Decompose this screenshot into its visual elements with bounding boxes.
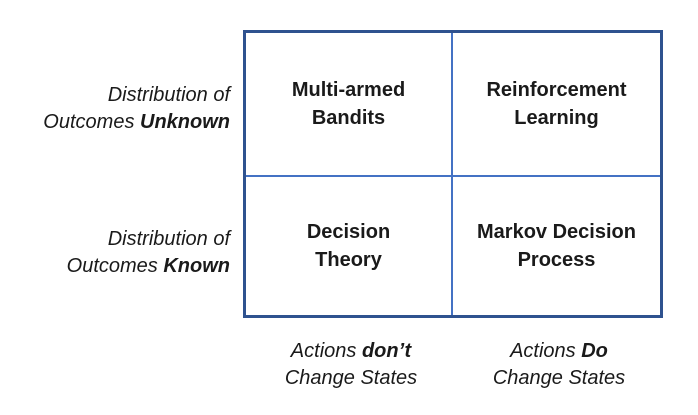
cell-text-line1: Decision — [306, 221, 391, 244]
col-label-line1-prefix: Actions — [290, 340, 362, 362]
cell-text-line1: Markov Decision — [477, 221, 636, 244]
matrix-grid: Multi-armed Bandits Reinforcement Learni… — [243, 30, 663, 318]
row-label-line1: Distribution of — [107, 84, 230, 106]
col-label-line2: Change States — [284, 367, 418, 389]
row-label-emphasis-known: Known — [163, 255, 230, 277]
cell-reinforcement-learning: Reinforcement Learning — [453, 33, 660, 175]
cell-text-line1: Reinforcement — [486, 79, 627, 102]
cell-text-line2: Bandits — [311, 107, 386, 130]
cell-markov-decision-process: Markov Decision Process — [453, 175, 660, 315]
row-label-line2-prefix: Outcomes — [66, 255, 164, 277]
col-label-actions-do-change-states: Actions Do Change States — [464, 338, 654, 392]
col-label-line1-prefix: Actions — [510, 340, 582, 362]
cell-multi-armed-bandits: Multi-armed Bandits — [246, 33, 453, 176]
row-label-line2-prefix: Outcomes — [43, 111, 140, 133]
row-label-outcomes-known: Distribution of Outcomes Known — [8, 226, 230, 280]
col-label-line2: Change States — [492, 367, 626, 389]
col-label-emphasis-do: Do — [581, 340, 608, 362]
col-label-emphasis-dont: don’t — [361, 340, 412, 362]
cell-text-line2: Process — [517, 249, 596, 272]
cell-text-line1: Multi-armed — [291, 79, 406, 102]
row-label-emphasis-unknown: Unknown — [140, 111, 230, 133]
row-label-outcomes-unknown: Distribution of Outcomes Unknown — [8, 82, 230, 136]
cell-text-line2: Learning — [514, 107, 599, 130]
col-label-actions-dont-change-states: Actions don’t Change States — [256, 338, 446, 392]
cell-text-line2: Theory — [315, 249, 382, 272]
row-label-line1: Distribution of — [107, 228, 230, 250]
cell-decision-theory: Decision Theory — [246, 175, 453, 315]
